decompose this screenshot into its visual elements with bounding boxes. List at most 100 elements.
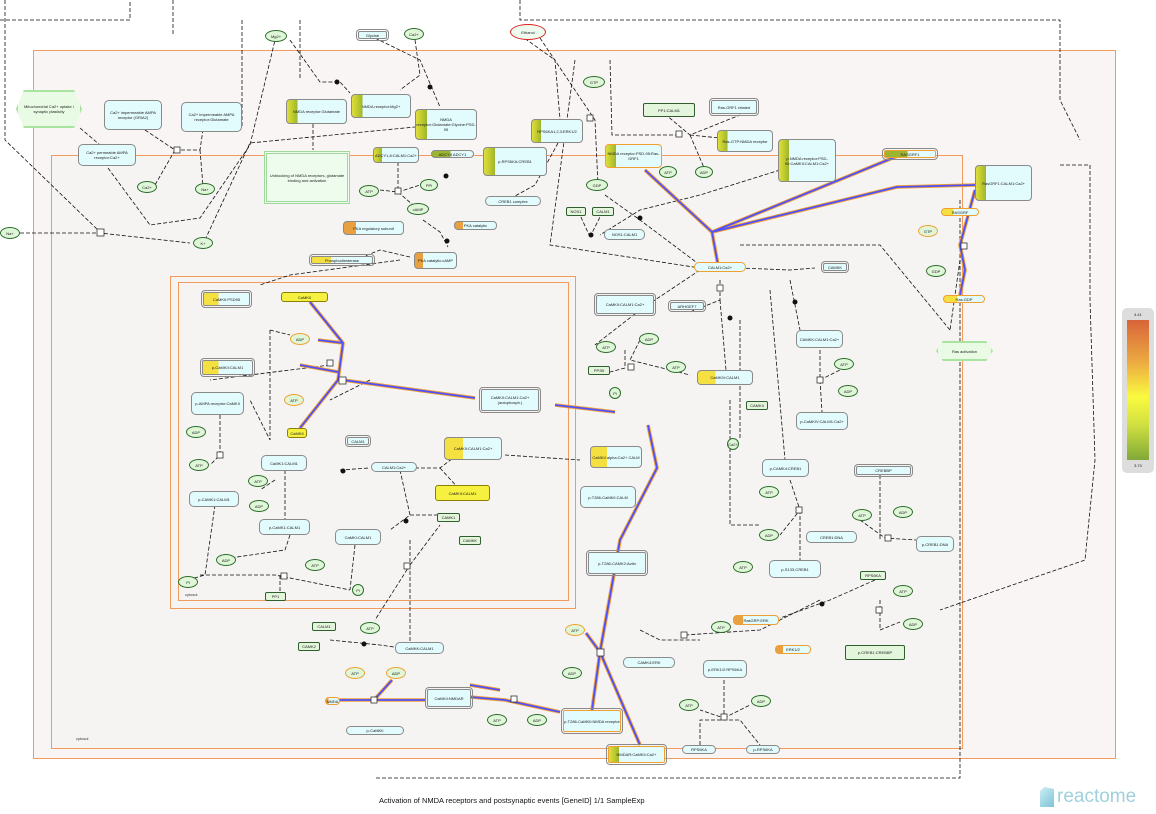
- complex-node[interactable]: p-CREB1:CREBBP: [845, 645, 905, 660]
- protein-node[interactable]: CAMK1: [437, 513, 460, 522]
- pathway-node[interactable]: Ras activation: [936, 341, 993, 361]
- molecule-node[interactable]: ATP: [666, 361, 686, 373]
- complex-node[interactable]: CaMK1:CALM1: [261, 455, 307, 471]
- molecule-node[interactable]: ADP: [216, 554, 236, 566]
- protein-node[interactable]: RPS6KA: [860, 571, 886, 580]
- complex-node[interactable]: CaMKII:PSD95: [201, 290, 252, 308]
- complex-node[interactable]: p-CAMK1:CALM1: [189, 491, 239, 507]
- molecule-node[interactable]: Na+: [195, 183, 215, 195]
- complex-node[interactable]: NMDA receptor:PSD-95:Ras-GRF1: [605, 144, 662, 168]
- complex-node[interactable]: p-CREB1:DNA: [916, 536, 954, 552]
- molecule-node[interactable]: ADP: [751, 695, 771, 707]
- set-node[interactable]: CALM1: [345, 435, 371, 447]
- complex-node[interactable]: CaMKIV:CALM1: [697, 370, 753, 385]
- complex-node[interactable]: CaMKII:CALM1:Ca2+ (autophosph.): [479, 387, 541, 413]
- molecule-node[interactable]: GDP: [586, 179, 608, 191]
- complex-node[interactable]: Ca2+ impermeable AMPA receptor (GRIA2): [104, 100, 162, 130]
- molecule-node[interactable]: GDP: [926, 265, 946, 277]
- protein-node[interactable]: ERK1/2: [775, 645, 811, 654]
- molecule-node[interactable]: ATP: [893, 585, 913, 597]
- molecule-node[interactable]: ADP: [386, 667, 406, 679]
- complex-node[interactable]: CALM1:Ca2+: [694, 262, 746, 272]
- complex-node[interactable]: p-T286-CaMKII:NMDA receptor: [561, 708, 623, 734]
- complex-node[interactable]: p-CAMK4:CREB1: [762, 459, 809, 477]
- molecule-node[interactable]: Pi: [352, 584, 364, 596]
- molecule-node[interactable]: ADP: [249, 500, 269, 512]
- complex-node[interactable]: NMDA receptor:Glutamate: [286, 99, 347, 124]
- set-node[interactable]: CAMKK: [821, 261, 849, 273]
- molecule-node[interactable]: ATP: [596, 341, 616, 353]
- complex-node[interactable]: p-T286-CAMK2:Actin: [586, 550, 648, 576]
- protein-node[interactable]: PP1: [265, 592, 286, 601]
- set-node[interactable]: ADCY8 ADCY1: [431, 150, 474, 158]
- complex-node[interactable]: NMDA receptor:Mg2+: [351, 94, 411, 118]
- molecule-node[interactable]: ADP: [186, 426, 206, 438]
- set-node[interactable]: PKA catalytic: [454, 221, 497, 230]
- protein-node[interactable]: CAMK4: [746, 401, 768, 410]
- molecule-node[interactable]: ATP: [345, 667, 365, 679]
- molecule-node[interactable]: ATP: [711, 621, 731, 633]
- molecule-node[interactable]: GTP: [583, 76, 605, 88]
- complex-node[interactable]: PP1:CALM1: [643, 103, 695, 117]
- protein-node[interactable]: CALM1: [312, 622, 336, 631]
- complex-node[interactable]: RPS6KA1,2,3:ERK1/2: [531, 119, 583, 143]
- complex-node[interactable]: CALM1:Ca2+: [371, 462, 417, 472]
- protein-node[interactable]: CaMKII: [287, 428, 307, 438]
- protein-node[interactable]: NMDA: [325, 697, 340, 705]
- complex-node[interactable]: CREB1:DNA: [806, 531, 857, 543]
- complex-node[interactable]: CaMKII:NMDAR: [425, 687, 473, 709]
- drug-node-ethanol[interactable]: Ethanol: [510, 24, 546, 40]
- protein-node[interactable]: NOS1: [566, 207, 586, 216]
- molecule-node[interactable]: ATP: [834, 358, 854, 370]
- complex-node[interactable]: CaMKII:CALM1:Ca2+: [444, 437, 502, 460]
- complex-node[interactable]: CaMKII alpha:Ca2+ CALM: [590, 446, 642, 468]
- molecule-node[interactable]: GTP: [918, 225, 938, 237]
- molecule-node[interactable]: ATP: [360, 622, 380, 634]
- molecule-node[interactable]: ADP: [290, 333, 310, 345]
- complex-node[interactable]: p-NMDA receptor:PSD-95:CaMKII:CALM1:Ca2+: [778, 139, 836, 182]
- protein-node[interactable]: PP2B: [588, 366, 610, 375]
- molecule-node[interactable]: ADP: [639, 333, 659, 345]
- complex-node[interactable]: p-T286-CaMKII:CALM: [580, 486, 636, 508]
- set-node[interactable]: RASGRF1: [882, 148, 938, 160]
- complex-node[interactable]: p-ERK1/2:RPS6KA: [703, 660, 747, 678]
- complex-node[interactable]: p-AMPA receptor:CaMKII: [191, 392, 244, 415]
- molecule-node[interactable]: ADP: [759, 529, 779, 541]
- complex-node[interactable]: NOS1:CALM1: [604, 229, 645, 240]
- set-node[interactable]: Phosphodiesterase: [309, 254, 375, 266]
- molecule-node[interactable]: K+: [193, 237, 213, 249]
- complex-node[interactable]: p-CaMK1:CALM1: [259, 519, 310, 535]
- molecule-node[interactable]: ADP: [562, 667, 582, 679]
- complex-node[interactable]: p-CaMKII: [346, 726, 404, 735]
- molecule-node[interactable]: ATP: [733, 561, 753, 573]
- complex-node[interactable]: RasGRF1:CALM1:Ca2+: [975, 165, 1032, 201]
- protein-node[interactable]: CaMKII: [281, 292, 328, 302]
- set-node[interactable]: ARHGEF7: [668, 300, 706, 312]
- pathway-node[interactable]: Unblocking of NMDA receptors, glutamate …: [264, 151, 350, 204]
- molecule-node[interactable]: ATP: [852, 509, 872, 521]
- molecule-node[interactable]: ADP: [903, 618, 923, 630]
- molecule-node[interactable]: Ca2+: [404, 28, 424, 40]
- protein-node[interactable]: CAMKK: [459, 536, 481, 545]
- molecule-node[interactable]: ATP: [248, 475, 268, 487]
- molecule-node[interactable]: ATP: [359, 185, 379, 197]
- protein-node[interactable]: CAMK2: [298, 642, 320, 651]
- molecule-node[interactable]: ATP: [659, 166, 677, 178]
- complex-node[interactable]: p-RPS6KA: [746, 745, 780, 754]
- molecule-node[interactable]: Ca2+: [727, 438, 739, 450]
- complex-node[interactable]: CAMK4:ERK: [623, 657, 675, 668]
- complex-node[interactable]: PKA catalytic:cAMP: [414, 252, 457, 269]
- complex-node[interactable]: NMDAR:CaMKII:Ca2+: [606, 744, 667, 765]
- complex-node[interactable]: CaMKK:CALM1: [395, 642, 444, 654]
- molecule-node[interactable]: ATP: [487, 714, 507, 726]
- complex-node[interactable]: p-CaMKIV:CALM1:Ca2+: [796, 412, 848, 430]
- molecule-node[interactable]: ATP: [189, 459, 209, 471]
- complex-node[interactable]: RasGRP:ERK: [733, 615, 779, 625]
- molecule-node[interactable]: ADP: [695, 166, 713, 178]
- molecule-node[interactable]: Na+: [0, 227, 20, 239]
- molecule-node[interactable]: ATP: [305, 559, 325, 571]
- molecule-node[interactable]: ADP: [527, 714, 547, 726]
- complex-node[interactable]: NMDA receptor:Glutamate:Glycine:PSD-95: [415, 109, 477, 140]
- complex-node[interactable]: Ca2+ permeable AMPA receptor:Ca2+: [78, 144, 136, 166]
- molecule-node[interactable]: ADP: [838, 385, 858, 397]
